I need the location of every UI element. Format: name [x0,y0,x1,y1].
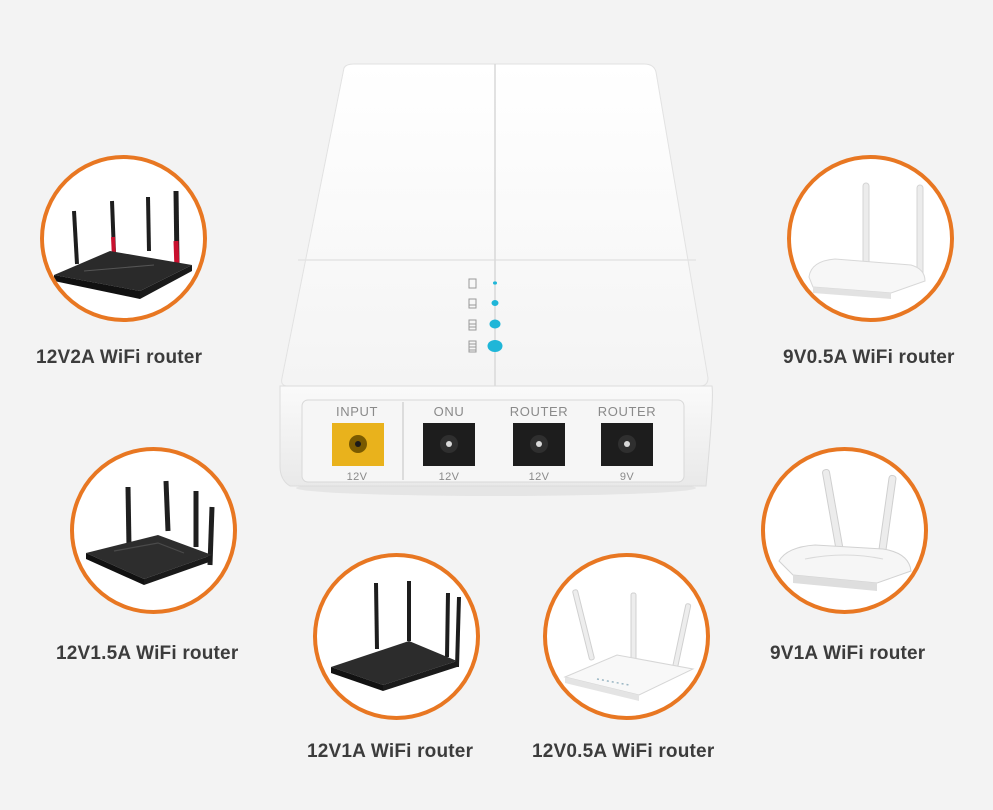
battery-level-icons [468,278,477,353]
router-caption: 9V1A WiFi router [770,643,926,664]
router-caption: 12V1A WiFi router [307,741,474,762]
router-circle-12v2a [40,155,207,322]
mini-ups-device: INPUT 12V ONU 12V ROUTER 12V ROUTER 9V [279,63,713,496]
router-caption: 12V0.5A WiFi router [532,741,715,762]
svg-text:9V: 9V [620,471,635,483]
router-icon [54,190,192,299]
router-icon [563,589,695,701]
router-circle-12v1a [313,553,480,720]
router-icon [86,480,215,585]
router-caption: 9V0.5A WiFi router [783,347,955,368]
dc-port-onu: ONU 12V [423,404,475,483]
svg-text:ROUTER: ROUTER [510,404,569,419]
router-circle-9v1a [761,447,928,614]
router-caption: 12V1.5A WiFi router [56,643,239,664]
svg-text:INPUT: INPUT [336,404,378,419]
dc-port-input: INPUT 12V [332,404,384,483]
dc-port-router-9v: ROUTER 9V [598,404,657,483]
svg-text:ONU: ONU [434,404,465,419]
router-caption: 12V2A WiFi router [36,347,203,368]
svg-text:12V: 12V [347,471,368,483]
svg-text:12V: 12V [439,471,460,483]
svg-text:12V: 12V [529,471,550,483]
status-leds [487,281,503,352]
router-icon [778,468,912,591]
router-icon [808,182,926,299]
router-circle-12v0-5a [543,553,710,720]
router-circle-12v1-5a [70,447,237,614]
router-icon [331,581,461,691]
dc-port-router-12v: ROUTER 12V [510,404,569,483]
svg-text:ROUTER: ROUTER [598,404,657,419]
router-circle-9v0-5a [787,155,954,322]
